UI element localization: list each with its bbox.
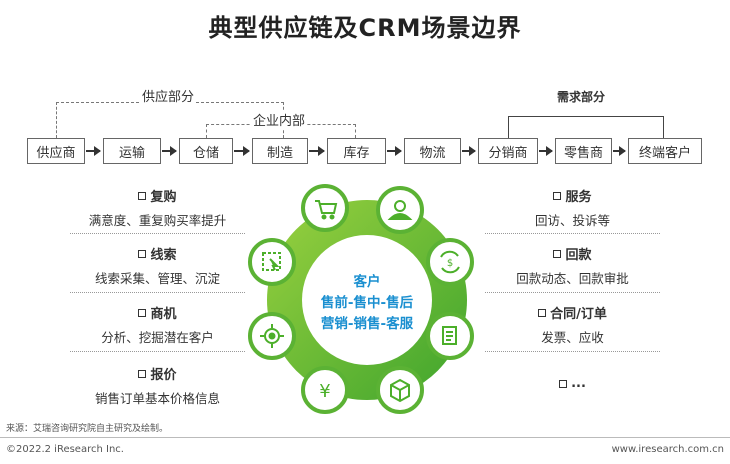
item-title: 回款 <box>565 248 592 263</box>
chain-logistics: 物流 <box>404 138 461 164</box>
money-node: $ <box>426 238 474 286</box>
person-icon <box>387 200 413 220</box>
center-label-functions: 营销-销售-客服 <box>320 316 414 332</box>
checkbox-icon <box>553 249 562 258</box>
money-cycle-icon: $ <box>440 250 460 274</box>
yen-node: ¥ <box>301 366 349 414</box>
cart-icon <box>315 200 338 220</box>
chain-inventory: 库存 <box>327 138 386 164</box>
item-title: 线索 <box>150 248 177 263</box>
divider <box>485 233 660 234</box>
checkbox-icon <box>138 369 147 378</box>
right-item-service: 服务 回访、投诉等 <box>485 186 660 229</box>
demand-bracket <box>508 116 664 138</box>
select-node <box>248 238 296 286</box>
checkbox-icon <box>559 379 568 388</box>
item-title: ... <box>571 376 586 391</box>
chain-arrow <box>234 146 250 156</box>
yen-icon: ¥ <box>319 381 330 402</box>
chain-warehouse: 仓储 <box>179 138 233 164</box>
checkbox-icon <box>138 191 147 200</box>
item-desc: 满意度、重复购买率提升 <box>88 213 227 228</box>
item-title: 服务 <box>565 190 592 205</box>
right-item-payment: 回款 回款动态、回款审批 <box>485 244 660 287</box>
chain-arrow <box>539 146 553 156</box>
internal-bracket-label: 企业内部 <box>251 110 308 129</box>
item-desc: 分析、挖掘潜在客户 <box>101 330 214 345</box>
target-node <box>248 312 296 360</box>
chain-transport: 运输 <box>103 138 161 164</box>
box-icon <box>390 378 410 403</box>
page-title: 典型供应链及CRM场景边界 <box>208 14 522 42</box>
center-label-customer: 客户 <box>353 274 381 290</box>
checkbox-icon <box>138 308 147 317</box>
center-label-stages: 售前-售中-售后 <box>320 295 414 311</box>
chain-retailer: 零售商 <box>555 138 612 164</box>
item-title: 复购 <box>150 190 177 205</box>
footer-divider <box>0 437 730 438</box>
source-note: 来源：艾瑞咨询研究院自主研究及绘制。 <box>6 424 169 434</box>
checkbox-icon <box>538 308 547 317</box>
item-title: 商机 <box>150 307 177 322</box>
chain-arrow <box>462 146 476 156</box>
left-item-leads: 线索 线索采集、管理、沉淀 <box>70 244 245 287</box>
chain-manufacturing: 制造 <box>252 138 308 164</box>
chain-arrow <box>387 146 402 156</box>
divider <box>70 351 245 352</box>
website-link[interactable]: www.iresearch.com.cn <box>611 444 724 455</box>
svg-text:¥: ¥ <box>319 381 330 402</box>
cart-node <box>301 184 349 232</box>
box-node <box>376 366 424 414</box>
item-desc: 线索采集、管理、沉淀 <box>94 271 220 286</box>
chain-arrow <box>162 146 177 156</box>
divider <box>70 292 245 293</box>
left-item-repurchase: 复购 满意度、重复购买率提升 <box>70 186 245 229</box>
chain-supplier: 供应商 <box>27 138 85 164</box>
item-title: 报价 <box>150 368 177 383</box>
select-cursor-icon <box>262 252 281 271</box>
chain-arrow <box>613 146 626 156</box>
chain-arrow <box>309 146 325 156</box>
checkbox-icon <box>138 249 147 258</box>
left-item-opportunity: 商机 分析、挖掘潜在客户 <box>70 303 245 346</box>
right-item-contract: 合同/订单 发票、应收 <box>485 303 660 346</box>
chain-arrow <box>86 146 101 156</box>
divider <box>485 351 660 352</box>
person-node <box>376 186 424 234</box>
document-node <box>426 312 474 360</box>
item-desc: 销售订单基本价格信息 <box>94 391 220 406</box>
demand-bracket-label: 需求部分 <box>557 90 606 104</box>
target-icon <box>260 324 284 348</box>
supply-bracket-label: 供应部分 <box>140 86 197 105</box>
svg-text:$: $ <box>447 258 453 269</box>
item-desc: 发票、应收 <box>541 330 604 345</box>
chain-distributor: 分销商 <box>478 138 538 164</box>
chain-end-customer: 终端客户 <box>628 138 702 164</box>
document-icon <box>442 326 457 345</box>
item-desc: 回访、投诉等 <box>534 213 610 228</box>
item-desc: 回款动态、回款审批 <box>516 271 629 286</box>
divider <box>485 292 660 293</box>
left-item-quote: 报价 销售订单基本价格信息 <box>70 364 245 407</box>
divider <box>70 233 245 234</box>
item-title: 合同/订单 <box>550 307 607 322</box>
checkbox-icon <box>553 191 562 200</box>
right-item-more: ... <box>485 376 660 391</box>
copyright: ©2022.2 iResearch Inc. <box>6 444 124 455</box>
